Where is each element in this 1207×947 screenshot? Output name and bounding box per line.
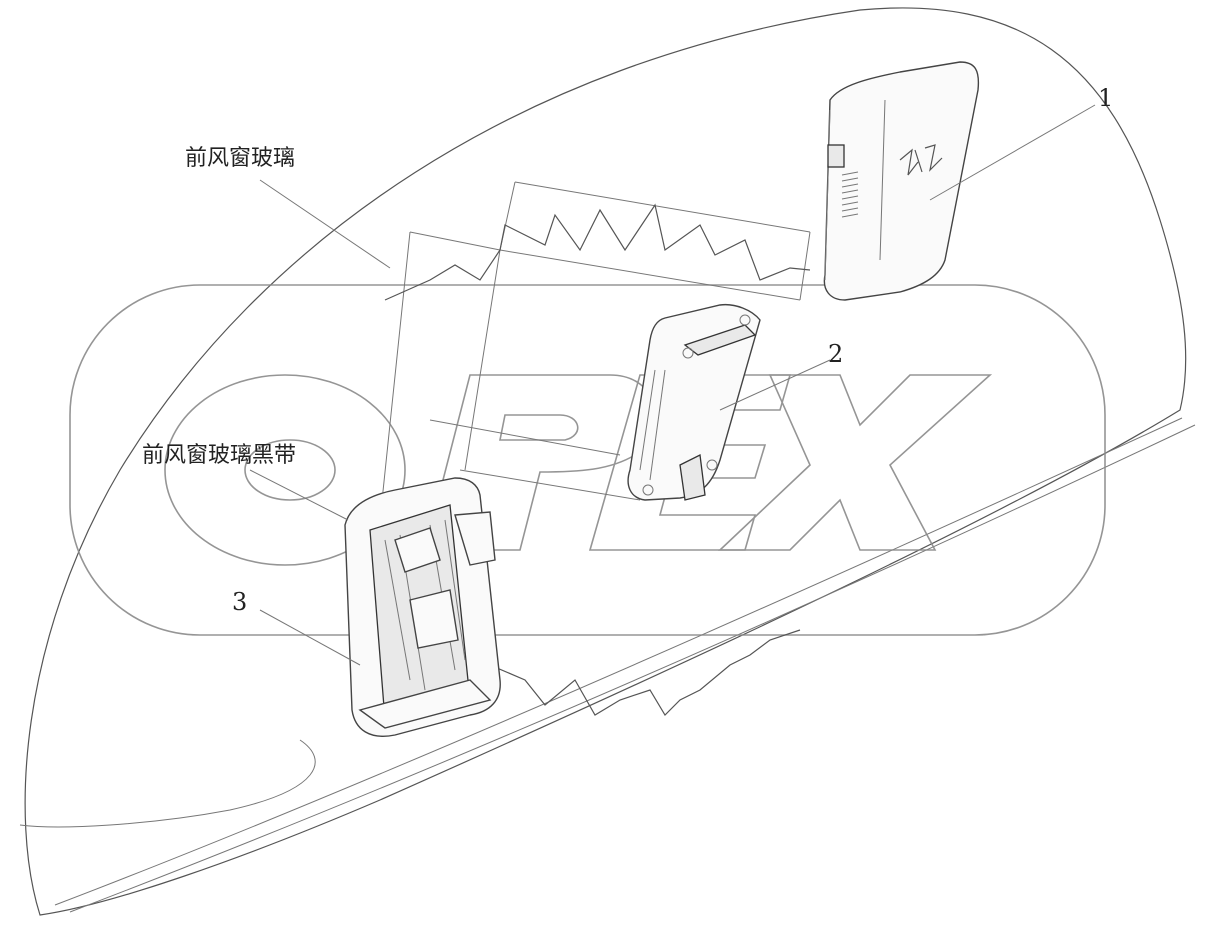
label-windshield: 前风窗玻璃 xyxy=(185,146,295,171)
windshield-leader xyxy=(259,179,391,269)
logo-mark xyxy=(899,144,943,176)
label-windshield-black-band: 前风窗玻璃黑带 xyxy=(142,443,296,468)
label-part-2: 2 xyxy=(828,340,843,368)
part-2-module xyxy=(627,303,831,501)
vent-slots xyxy=(841,171,859,218)
black-band-leader xyxy=(249,469,349,521)
windshield-outline xyxy=(19,7,1196,916)
guide-frame xyxy=(379,181,811,716)
label-part-3: 3 xyxy=(232,588,247,616)
label-part-1: 1 xyxy=(1098,84,1113,112)
part-3-bracket xyxy=(259,477,501,737)
part-1-cover xyxy=(823,61,1096,301)
